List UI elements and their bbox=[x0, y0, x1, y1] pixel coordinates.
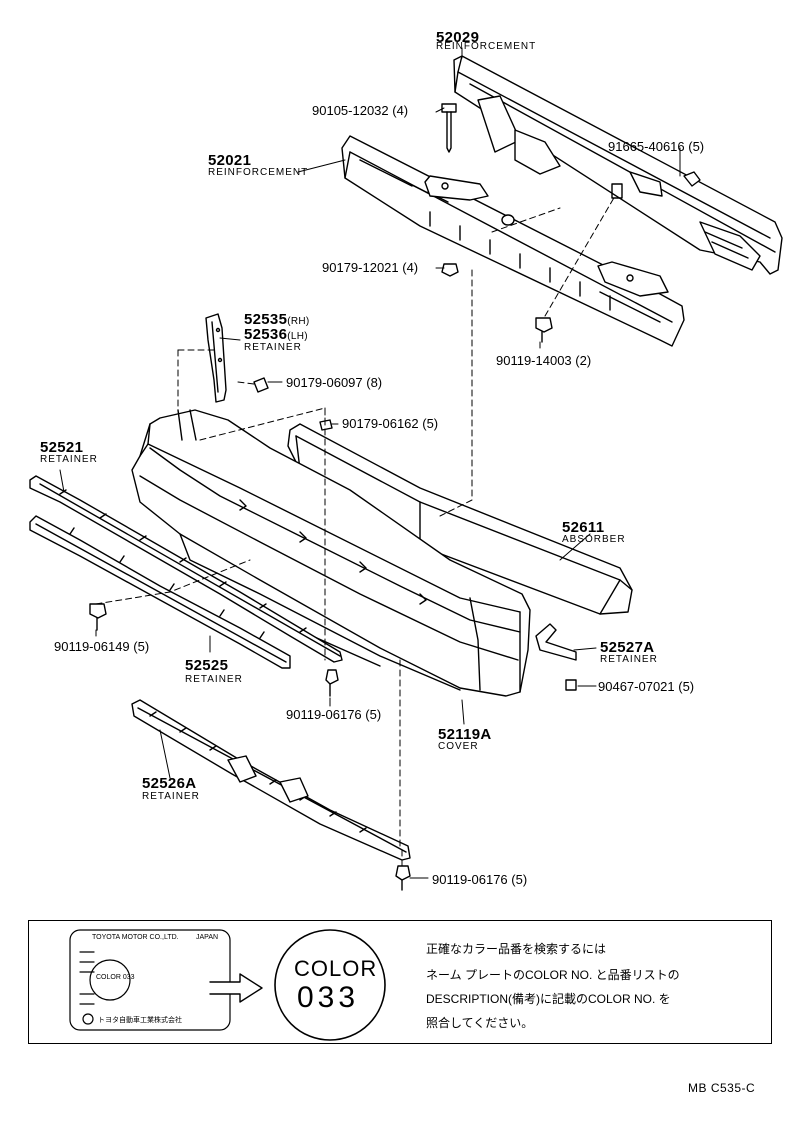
plate-maker-text: トヨタ自動車工業株式会社 bbox=[98, 1017, 182, 1024]
plate-company-text: TOYOTA MOTOR CO.,LTD. bbox=[92, 934, 179, 941]
fastener-label-90119-14003: 90119-14003 (2) bbox=[496, 353, 592, 368]
fastener-label-90105-12032: 90105-12032 (4) bbox=[312, 103, 409, 118]
fastener-label-90119-06176-lower: 90119-06176 (5) bbox=[432, 872, 528, 887]
name-plate-drawing bbox=[69, 929, 231, 1031]
fastener-label-90179-12021: 90179-12021 (4) bbox=[322, 260, 419, 275]
part-name-52021: REINFORCEMENT bbox=[208, 167, 309, 178]
color-note-line-1: 正確なカラー品番を検索するには bbox=[426, 942, 607, 956]
arrow-icon bbox=[209, 973, 263, 1003]
part-number-52119A: 52119A bbox=[438, 726, 492, 743]
fastener-label-90179-06097: 90179-06097 (8) bbox=[286, 375, 383, 390]
dashed-guides bbox=[95, 195, 616, 867]
reinforcement-52021-drawing bbox=[341, 135, 685, 347]
fastener-label-90119-06149: 90119-06149 (5) bbox=[54, 639, 150, 654]
part-number-52535: 52535(RH) bbox=[244, 311, 310, 328]
part-number-52527A: 52527A bbox=[600, 639, 655, 656]
retainer-52521-drawing bbox=[29, 475, 343, 663]
part-name-52119A: COVER bbox=[438, 741, 479, 752]
fastener-label-91665-40616: 91665-40616 (5) bbox=[608, 139, 705, 154]
fastener-label-90467-07021: 90467-07021 (5) bbox=[598, 679, 695, 694]
color-note-line-2: ネーム プレートのCOLOR NO. と品番リストの bbox=[426, 968, 680, 982]
color-note-inset bbox=[28, 920, 772, 1044]
part-number-52611: 52611 bbox=[562, 519, 605, 536]
color-badge-circle bbox=[274, 929, 386, 1041]
part-name-52525: RETAINER bbox=[185, 674, 243, 685]
color-badge-label: COLOR bbox=[294, 956, 378, 981]
plate-color-code-text: COLOR 033 bbox=[96, 974, 135, 981]
part-number-52029: 52029 bbox=[436, 29, 480, 46]
part-number-52525: 52525 bbox=[185, 657, 229, 674]
diagram-code: MB C535-C bbox=[688, 1081, 756, 1095]
retainer-52526A-drawing bbox=[131, 699, 411, 861]
part-number-52521: 52521 bbox=[40, 439, 84, 456]
part-number-52526A: 52526A bbox=[142, 775, 197, 792]
part-name-52527A: RETAINER bbox=[600, 654, 658, 665]
part-name-52536: RETAINER bbox=[244, 342, 302, 353]
color-badge-code: 033 bbox=[297, 981, 360, 1014]
leader-lines bbox=[59, 47, 681, 879]
color-note-line-4: 照合してください。 bbox=[426, 1016, 534, 1030]
part-number-52021: 52021 bbox=[208, 152, 252, 169]
part-name-52029: REINFORCEMENT bbox=[436, 41, 537, 52]
fastener-glyphs bbox=[89, 103, 701, 891]
fastener-label-90119-06176-upper: 90119-06176 (5) bbox=[286, 707, 382, 722]
fastener-label-90179-06162: 90179-06162 (5) bbox=[342, 416, 439, 431]
reinforcement-52029-drawing bbox=[453, 55, 783, 275]
part-number-52536: 52536(LH) bbox=[244, 326, 308, 343]
part-name-52521: RETAINER bbox=[40, 454, 98, 465]
color-note-line-3: DESCRIPTION(備考)に記載のCOLOR NO. を bbox=[426, 992, 671, 1006]
bumper-cover-52119A-drawing bbox=[131, 409, 531, 697]
retainer-52535-drawing bbox=[205, 313, 227, 403]
plate-country-text: JAPAN bbox=[196, 934, 219, 941]
part-name-52526A: RETAINER bbox=[142, 791, 200, 802]
retainer-52527A-drawing bbox=[535, 623, 577, 661]
part-name-52611: ABSORBER bbox=[562, 534, 626, 545]
